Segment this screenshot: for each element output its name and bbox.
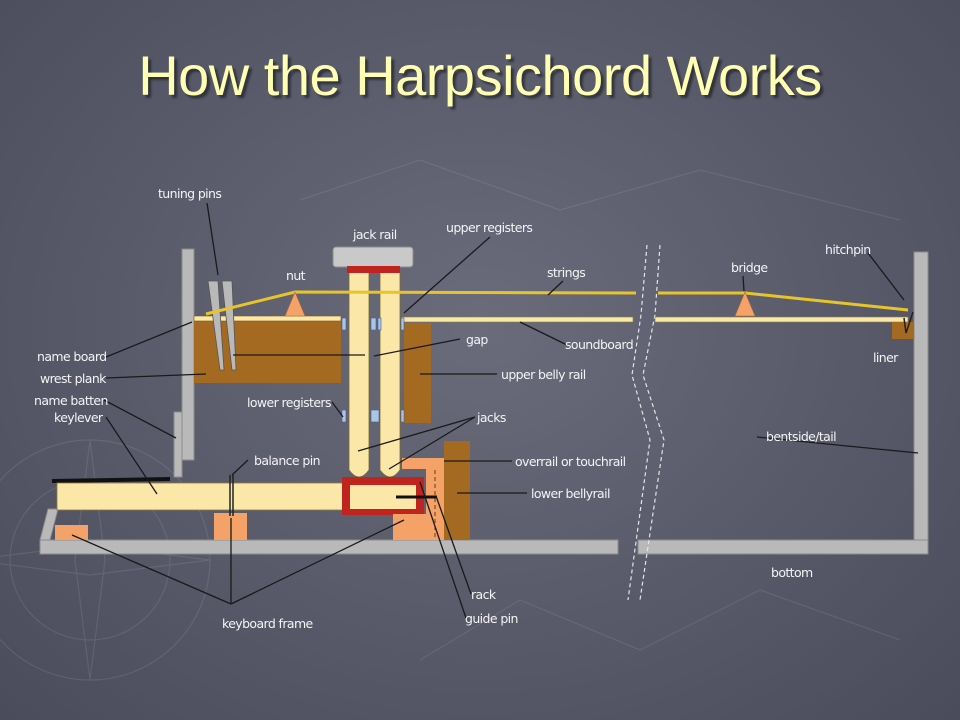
overrail-touchrail — [402, 458, 444, 469]
jack-rail — [332, 246, 414, 273]
tuning-pins — [207, 280, 237, 371]
nut — [284, 291, 306, 317]
hitchpin — [903, 311, 914, 334]
wrest-plank-top — [193, 315, 342, 322]
label-lower-registers: lower registers — [247, 395, 331, 410]
bridge — [734, 291, 756, 317]
key-top-strip — [51, 477, 171, 483]
strings — [205, 290, 637, 316]
balance-pin — [229, 475, 234, 516]
upper-belly-rail — [404, 323, 431, 423]
jacks — [348, 271, 401, 478]
label-keyboard-frame: keyboard frame — [222, 616, 314, 631]
label-name-board: name board — [37, 349, 107, 364]
bentside-tail — [913, 251, 929, 541]
slide-title: How the Harpsichord Works — [138, 44, 822, 107]
label-bottom: bottom — [771, 565, 813, 580]
label-jack-rail: jack rail — [352, 227, 397, 242]
label-upper-registers: upper registers — [446, 220, 532, 235]
label-gap: gap — [466, 332, 488, 347]
label-lower-bellyrail: lower bellyrail — [531, 486, 610, 501]
rack — [426, 469, 444, 540]
name-batten — [173, 411, 183, 478]
labels: tuning pins jack rail upper registers nu… — [34, 186, 900, 631]
break-lines — [627, 244, 665, 601]
label-bridge: bridge — [731, 260, 768, 275]
label-nut: nut — [286, 268, 306, 283]
name-board — [181, 248, 195, 461]
bottom-board — [39, 508, 929, 555]
label-name-batten: name batten — [34, 393, 108, 408]
label-soundboard: soundboard — [565, 337, 633, 352]
label-overrail-touchrail: overrail or touchrail — [515, 454, 626, 469]
label-upper-belly-rail: upper belly rail — [501, 367, 586, 382]
label-wrest-plank: wrest plank — [40, 371, 107, 386]
upper-registers — [341, 317, 405, 331]
label-balance-pin: balance pin — [254, 453, 320, 468]
strings-tail — [658, 291, 909, 312]
label-bentside-tail: bentside/tail — [766, 429, 836, 444]
label-rack: rack — [471, 587, 497, 602]
lower-bellyrail — [444, 441, 470, 540]
soundboard — [401, 316, 909, 323]
label-strings: strings — [547, 265, 585, 280]
label-guide-pin: guide pin — [465, 611, 518, 626]
label-liner: liner — [873, 350, 899, 365]
label-keylever: keylever — [54, 410, 104, 425]
leader-lines — [71, 202, 919, 619]
liner — [892, 322, 914, 339]
label-jacks: jacks — [476, 410, 506, 425]
label-hitchpin: hitchpin — [825, 242, 871, 257]
label-tuning-pins: tuning pins — [158, 186, 221, 201]
background-compass-decoration — [0, 159, 901, 681]
